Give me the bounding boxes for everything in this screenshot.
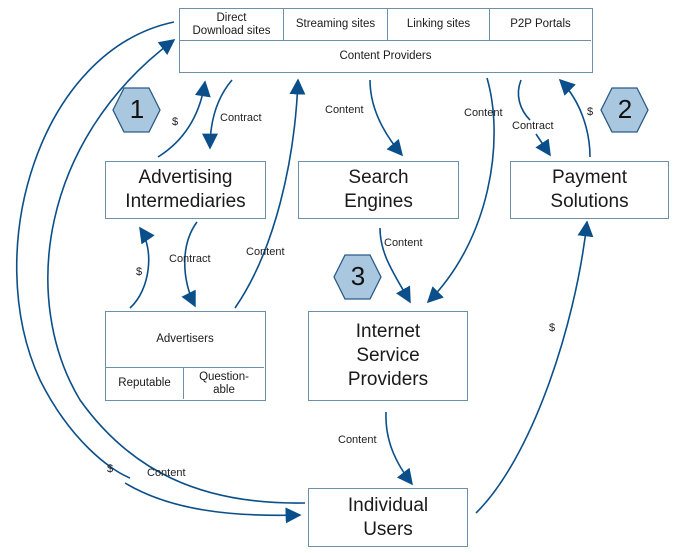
label-users-to-payment-money: $	[549, 322, 556, 334]
hexagon-marker-3	[333, 254, 382, 300]
hexagon-marker-1	[112, 87, 161, 133]
label-search-to-isp-content: Content	[384, 237, 423, 249]
subtype-streaming: Streaming sites	[284, 9, 388, 41]
individual-users-box: Individual Users	[308, 488, 468, 547]
label-payment-to-cp-money: $	[587, 106, 594, 118]
advertisers-label: Advertisers	[106, 312, 264, 368]
edge-cp-to-adint-contract	[202, 79, 233, 150]
edge-adint-to-adv-contract	[181, 221, 198, 308]
content-providers-box: Direct Download sites Streaming sites Li…	[179, 8, 593, 73]
edge-cp-to-isp-content	[426, 77, 495, 304]
label-adint-to-cp-money: $	[172, 116, 179, 128]
payment-solutions-box: Payment Solutions	[510, 161, 669, 219]
advertising-intermediaries-box: Advertising Intermediaries	[105, 161, 266, 219]
edge-payment-to-cp-money	[558, 78, 591, 158]
label-cp-to-search-content: Content	[325, 104, 364, 116]
edge-adv-to-cp-content	[234, 78, 306, 309]
edge-users-to-payment-money	[475, 220, 594, 514]
edge-users-to-cp-content	[47, 39, 306, 504]
subtype-p2p: P2P Portals	[490, 9, 591, 41]
edge-cp-to-payment-contract-tail	[535, 133, 551, 157]
label-cp-to-users-money: $	[107, 463, 114, 475]
label-adv-to-adint-money: $	[136, 266, 143, 278]
advertisers-box: Advertisers Reputable Question- able	[105, 311, 266, 401]
label-cp-to-payment-contract: Contract	[512, 120, 554, 132]
subtype-direct-download: Direct Download sites	[180, 9, 284, 41]
marker-number-1: 1	[129, 94, 145, 124]
edge-cp-to-payment-contract	[517, 79, 531, 121]
edge-cp-to-users-money-tail	[124, 482, 302, 524]
edge-adv-to-adint-money	[129, 226, 155, 309]
advertisers-questionable: Question- able	[199, 370, 249, 396]
content-providers-label: Content Providers	[339, 49, 432, 62]
edge-cp-to-users-money	[15, 21, 175, 479]
search-engines-box: Search Engines	[298, 161, 459, 219]
label-cp-to-adint-contract: Contract	[220, 112, 262, 124]
marker-number-2: 2	[617, 94, 633, 124]
label-isp-to-users-content: Content	[338, 434, 377, 446]
subtype-linking: Linking sites	[388, 9, 490, 41]
isp-box: Internet Service Providers	[308, 311, 468, 401]
marker-number-3: 3	[350, 261, 366, 291]
label-users-to-cp-content: Content	[147, 467, 186, 479]
edge-cp-to-search-content	[369, 79, 404, 157]
edge-search-to-isp-content	[379, 227, 411, 304]
edge-isp-to-users-content	[385, 411, 413, 486]
label-cp-to-isp-content: Content	[464, 107, 503, 119]
label-adv-to-cp-content: Content	[246, 246, 285, 258]
hexagon-marker-2	[600, 87, 649, 133]
label-adint-to-adv-contract: Contract	[169, 253, 211, 265]
edge-adint-to-cp-money	[157, 80, 211, 158]
advertisers-reputable: Reputable	[106, 368, 184, 399]
